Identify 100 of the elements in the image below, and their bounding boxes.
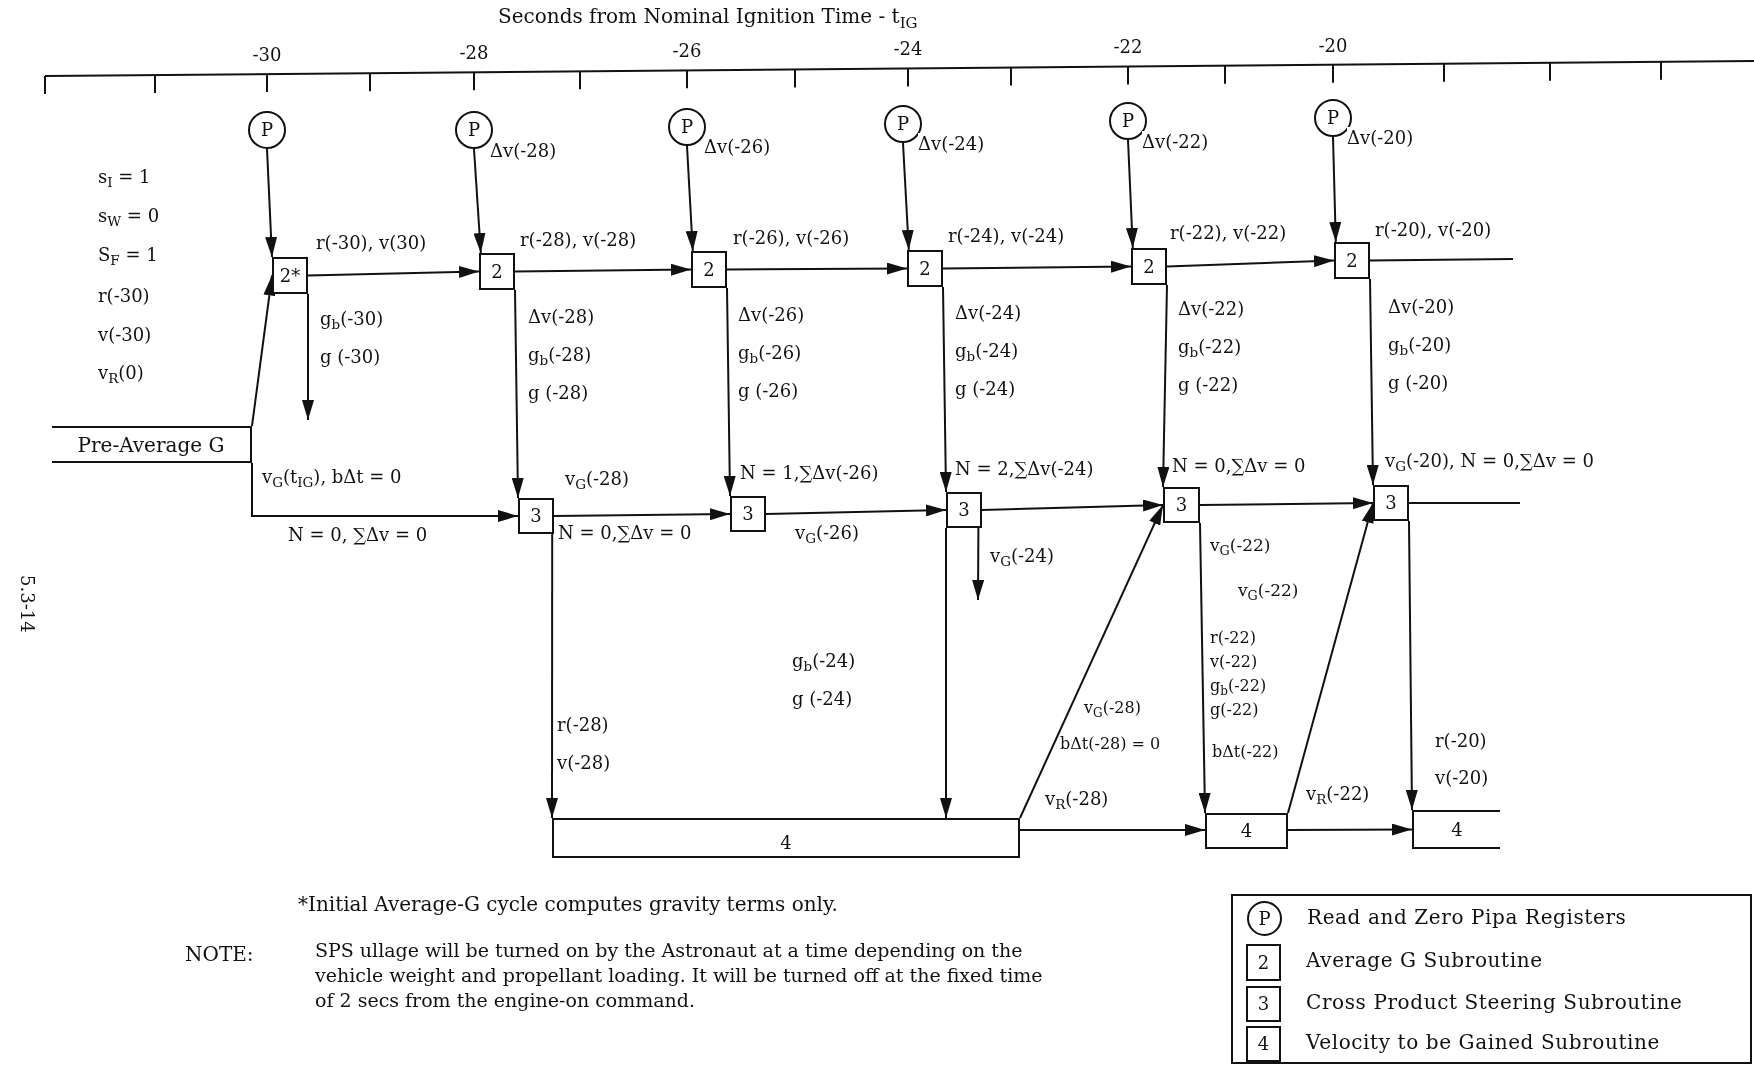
edge-label: Δv(-20) [1347, 127, 1414, 150]
process-box: 4 [552, 818, 1020, 858]
edge-label: v$_{R}$(-22) [1306, 783, 1370, 806]
variable-label: v$_{G}$(-22) [1238, 580, 1299, 602]
variable-label: Δv(-28) [528, 306, 595, 329]
variable-label: g (-24) [955, 378, 1016, 401]
edge-label: v$_{G}$(-28) [565, 468, 629, 491]
variable-label: S$_{F}$ = 1 [98, 244, 158, 267]
arrow [553, 508, 731, 521]
arrow [981, 499, 1164, 512]
process-box: 3 [1373, 485, 1409, 521]
variable-label: g (-22) [1178, 374, 1239, 397]
arrow [765, 504, 947, 517]
edge-label: r(-26), v(-26) [733, 227, 850, 250]
variable-label: g (-24) [792, 688, 853, 711]
arrow [1166, 255, 1335, 268]
variable-label: g$_{b}$(-20) [1388, 334, 1452, 357]
legend-box-symbol: 2 [1246, 944, 1281, 981]
variable-label: s$_{W}$ = 0 [98, 205, 160, 228]
arrow [251, 274, 276, 427]
variable-label: g$_{b}$(-28) [528, 344, 592, 367]
variable-label: Δv(-20) [1388, 296, 1455, 319]
variable-label: r(-20) [1435, 730, 1487, 753]
variable-label: g (-20) [1388, 372, 1449, 395]
connector-line [1369, 258, 1514, 262]
arrow [939, 286, 952, 493]
edge-label: v$_{G}$(t$_{IG}$), bΔt = 0 [262, 466, 402, 489]
edge-label: Δv(-22) [1142, 131, 1209, 154]
variable-label: g (-26) [738, 380, 799, 403]
variable-label: g$_{b}$(-24) [955, 340, 1019, 363]
circle-node: P [668, 108, 706, 146]
variable-label: v(-22) [1210, 652, 1258, 672]
edge-label: r(-30), v(30) [316, 232, 427, 255]
legend-circle-symbol: P [1247, 901, 1282, 936]
process-box: 4 [1205, 813, 1288, 849]
arrow [901, 142, 914, 251]
connector-line [1408, 502, 1521, 504]
edge-label: r(-28), v(-28) [520, 229, 637, 252]
variable-label: g(-22) [1210, 700, 1259, 720]
legend-box-symbol: 4 [1246, 1026, 1281, 1062]
arrow [265, 148, 278, 258]
variable-label: Δv(-22) [1178, 298, 1245, 321]
process-box: Pre-Average G [52, 426, 252, 463]
variable-label: r(-22) [1210, 628, 1256, 648]
variable-label: Δv(-24) [955, 302, 1022, 325]
variable-label: bΔt(-28) = 0 [1060, 734, 1161, 754]
variable-label: v(-28) [557, 752, 611, 775]
variable-label: g (-28) [528, 382, 589, 405]
variable-label: v$_{G}$(-22) [1210, 535, 1271, 557]
process-box: 2* [272, 257, 308, 294]
process-box: 2 [1131, 248, 1167, 285]
arrow [726, 262, 908, 275]
arrow [546, 533, 558, 819]
edge-label: N = 2,∑Δv(-24) [955, 458, 1094, 481]
edge-label: v$_{R}$(-28) [1045, 788, 1109, 811]
process-box: 2 [691, 251, 727, 288]
arrow [972, 527, 985, 601]
variable-label: s$_{I}$ = 1 [98, 166, 151, 189]
variable-label: r(-28) [557, 714, 609, 737]
variable-label: g$_{b}$(-24) [792, 650, 856, 673]
variable-label: v$_{R}$(0) [98, 362, 144, 385]
edge-label: Δv(-26) [704, 136, 771, 159]
arrow [1125, 139, 1138, 249]
variable-label: g$_{b}$(-30) [320, 308, 384, 331]
arrow [1405, 520, 1418, 811]
variable-label: v$_{G}$(-28) [1084, 698, 1141, 718]
variable-label: Δv(-26) [738, 304, 805, 327]
edge-label: N = 1,∑Δv(-26) [740, 462, 879, 485]
variable-label: g (-30) [320, 346, 381, 369]
edge-label: Δv(-24) [918, 133, 985, 156]
arrow [723, 287, 736, 497]
variable-label: N = 0,∑Δv = 0 [558, 522, 692, 545]
arrow [685, 145, 698, 252]
process-box: 2 [479, 253, 515, 290]
variable-label: r(-30) [98, 285, 150, 308]
process-box: 2 [1334, 242, 1370, 279]
arrow [1199, 497, 1374, 510]
process-box: 3 [1163, 487, 1200, 523]
variable-label: v(-30) [98, 324, 152, 347]
arrow [1287, 502, 1374, 814]
edge-label: Δv(-28) [490, 140, 557, 163]
arrow [1019, 823, 1206, 836]
arrow [302, 293, 314, 421]
process-box: 3 [946, 492, 982, 528]
edge-label: r(-22), v(-22) [1170, 222, 1287, 245]
edge-label: r(-24), v(-24) [948, 225, 1065, 248]
variable-label: N = 0, ∑Δv = 0 [288, 524, 428, 547]
arrow [1287, 823, 1413, 836]
arrow [511, 289, 524, 499]
arrow [473, 148, 486, 254]
variable-label: v(-20) [1435, 767, 1489, 790]
arrow [1019, 504, 1164, 819]
arrow [514, 263, 692, 276]
arrow [1157, 284, 1170, 488]
edge-label: v$_{G}$(-20), N = 0,∑Δv = 0 [1385, 450, 1594, 473]
arrow [1198, 522, 1211, 814]
legend-box-symbol: 3 [1246, 986, 1281, 1022]
process-box: 3 [730, 496, 766, 532]
edge-label: r(-20), v(-20) [1375, 219, 1492, 242]
process-box: 4 [1412, 810, 1500, 849]
